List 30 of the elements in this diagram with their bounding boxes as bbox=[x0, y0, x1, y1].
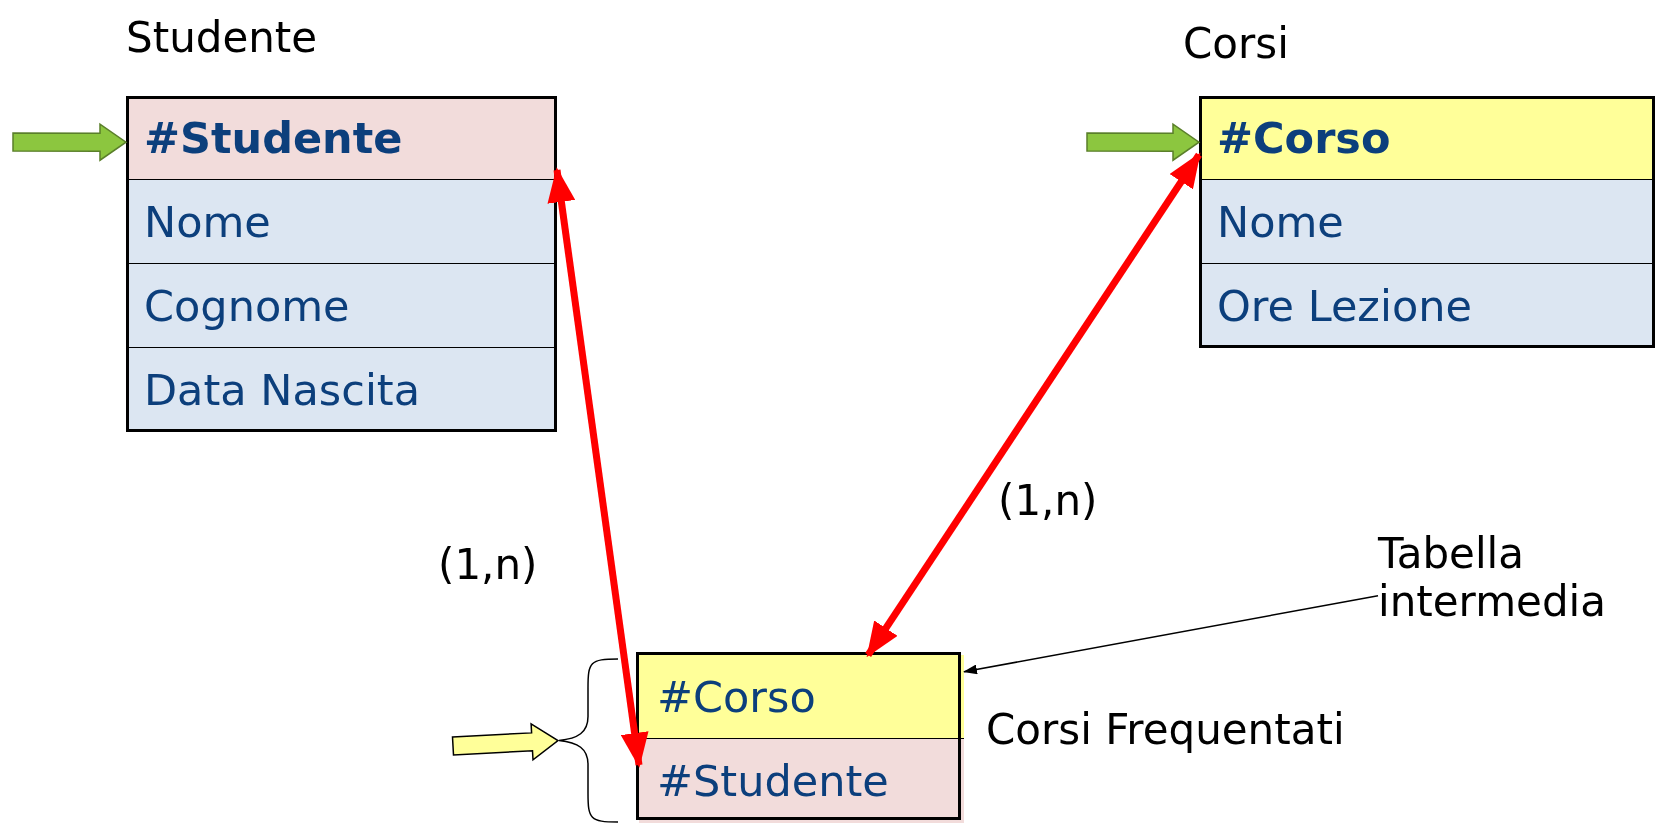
table-title: Studente bbox=[126, 12, 318, 64]
field-name: #Corso bbox=[1217, 112, 1391, 163]
field-name: Ore Lezione bbox=[1217, 281, 1472, 331]
field-name: Data Nascita bbox=[144, 365, 421, 415]
field-name: #Studente bbox=[657, 756, 889, 806]
field-name: Nome bbox=[1217, 196, 1344, 247]
field-name: #Studente bbox=[144, 112, 403, 163]
field-name: Nome bbox=[144, 196, 271, 247]
table-row bbox=[639, 655, 964, 739]
field-name: Cognome bbox=[144, 280, 350, 331]
table-row bbox=[1199, 180, 1655, 264]
table-caption: Corsi Frequentati bbox=[986, 705, 1345, 754]
table-row bbox=[1199, 264, 1655, 348]
block-arrow bbox=[12, 122, 128, 162]
block-arrow bbox=[1086, 122, 1201, 162]
table-row bbox=[126, 264, 557, 348]
table-row bbox=[126, 348, 557, 432]
table-row bbox=[1199, 96, 1655, 180]
note-text: Tabella intermedia bbox=[1378, 530, 1607, 626]
curly-brace bbox=[558, 658, 618, 823]
relationship-arrow bbox=[547, 167, 649, 768]
table-row bbox=[126, 96, 557, 180]
table-title: Corsi bbox=[1183, 18, 1289, 70]
field-name: #Corso bbox=[657, 671, 816, 722]
leader-line bbox=[963, 594, 1379, 675]
block-arrow bbox=[451, 722, 560, 762]
relationship-arrow bbox=[865, 152, 1202, 658]
table-row bbox=[126, 180, 557, 264]
table-row bbox=[639, 739, 964, 823]
entity-table bbox=[639, 655, 964, 823]
